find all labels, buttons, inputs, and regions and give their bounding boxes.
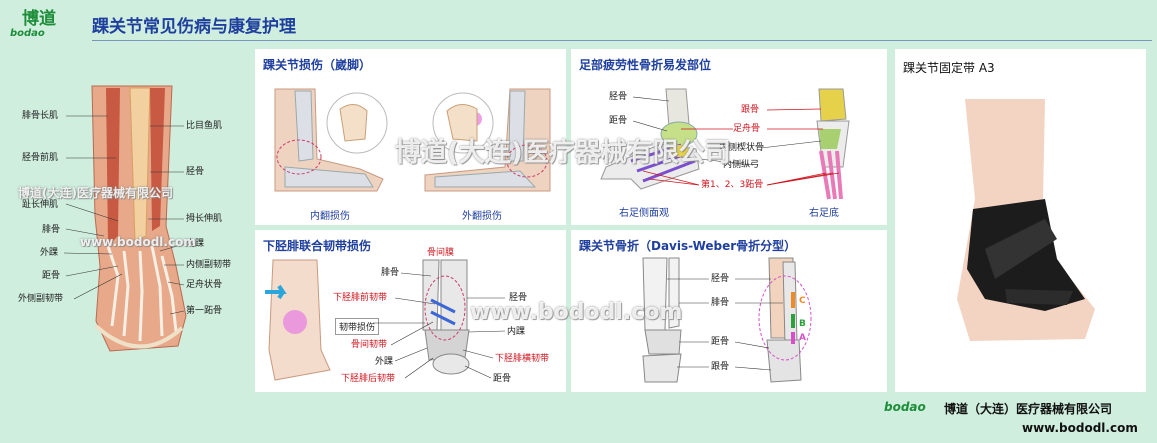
label-lateral-malleolus: 外踝 bbox=[40, 248, 59, 258]
syndesmosis-leader-lines bbox=[373, 272, 506, 379]
weber-type-c: C bbox=[799, 296, 806, 306]
leg-anatomy-drawing bbox=[91, 85, 187, 352]
label-syn-lateral-malleolus: 外踝 bbox=[375, 357, 394, 367]
label-navicular: 足舟状骨 bbox=[186, 280, 223, 290]
weber-type-b: B bbox=[799, 319, 806, 329]
logo: 博道 bodao bbox=[8, 4, 68, 42]
footer-company: 博道（大连）医疗器械有限公司 bbox=[944, 402, 1113, 416]
label-fx-talus: 距骨 bbox=[711, 337, 730, 347]
label-extensor-hallucis: 拇长伸肌 bbox=[186, 214, 223, 224]
logo-latin: bodao bbox=[10, 28, 45, 39]
label-peroneus-longus: 腓骨长肌 bbox=[22, 111, 59, 121]
label-soleus: 比目鱼肌 bbox=[186, 121, 223, 131]
label-syn-talus: 距骨 bbox=[493, 374, 512, 384]
label-lateral-ligament: 外侧副韧带 bbox=[18, 294, 64, 304]
label-extensor-digitorum: 趾长伸肌 bbox=[22, 200, 59, 210]
label-stress-arch: 内侧纵弓 bbox=[723, 160, 760, 170]
label-tibialis-anterior: 胫骨前肌 bbox=[22, 153, 59, 163]
panel-stress-fracture: 足部疲劳性骨折易发部位 胫骨 距骨 跟骨 足舟骨 内侧楔状骨 内侧纵弓 第1、2… bbox=[571, 49, 887, 225]
label-fibula: 腓骨 bbox=[42, 225, 61, 235]
stress-leader-lines bbox=[632, 96, 840, 186]
label-tibia: 胫骨 bbox=[186, 167, 205, 177]
label-posterior-ligament: 下胫腓后韧带 bbox=[341, 374, 396, 384]
panel-syndesmosis: 下胫腓联合韧带损伤 韧带损伤 骨间膜 腓骨 下胫腓前韧带 胫骨 骨间韧带 内踝 … bbox=[255, 230, 566, 392]
fracture-illustration bbox=[642, 257, 812, 383]
label-syn-medial-malleolus: 内踝 bbox=[507, 327, 526, 337]
label-first-metatarsal: 第一跖骨 bbox=[186, 306, 223, 316]
product-title: 踝关节固定带 A3 bbox=[903, 61, 995, 75]
label-stress-navicular: 足舟骨 bbox=[733, 124, 761, 134]
page-title: 踝关节常见伤病与康复护理 bbox=[92, 17, 296, 37]
label-stress-calcaneus: 跟骨 bbox=[741, 105, 760, 115]
label-stress-metatarsals: 第1、2、3跖骨 bbox=[701, 180, 764, 190]
ligament-injury-badge: 韧带损伤 bbox=[335, 318, 380, 335]
label-fx-fibula: 腓骨 bbox=[711, 298, 730, 308]
ankle-brace-photo bbox=[957, 99, 1095, 341]
caption-sole-view: 右足底 bbox=[809, 208, 839, 219]
label-medial-ligament: 内侧副韧带 bbox=[186, 260, 232, 270]
header-rule bbox=[92, 40, 1152, 41]
syndesmosis-illustration bbox=[265, 259, 470, 381]
panel-title-fracture: 踝关节骨折（Davis-Weber骨折分型） bbox=[579, 239, 797, 253]
watermark-company-left: 博道(大连)医疗器械有限公司 bbox=[18, 186, 173, 200]
label-stress-cuneiform: 内侧楔状骨 bbox=[719, 143, 765, 153]
logo-chinese: 博道 bbox=[22, 9, 56, 29]
panel-product: 踝关节固定带 A3 bbox=[895, 49, 1146, 392]
label-stress-talus: 距骨 bbox=[609, 116, 628, 126]
caption-eversion: 外翻损伤 bbox=[462, 211, 502, 222]
panel-ankle-sprain: 踝关节损伤（崴脚） 内翻损伤 外翻损伤 bbox=[255, 49, 566, 225]
anatomy-illustration bbox=[0, 46, 248, 396]
label-interosseous-membrane: 骨间膜 bbox=[427, 248, 455, 258]
panel-title-sprain: 踝关节损伤（崴脚） bbox=[263, 58, 372, 72]
watermark-company-center: 博道(大连)医疗器械有限公司 bbox=[395, 138, 731, 168]
weber-type-a: A bbox=[799, 333, 806, 343]
label-medial-malleolus: 内踝 bbox=[186, 239, 205, 249]
panel-title-syndesmosis: 下胫腓联合韧带损伤 bbox=[263, 239, 372, 253]
watermark-site-left: www.bododl.com bbox=[80, 235, 196, 249]
panel-weber-fracture: 踝关节骨折（Davis-Weber骨折分型） 胫骨 腓骨 距骨 跟骨 C B A bbox=[571, 230, 887, 392]
label-interosseous-ligament: 骨间韧带 bbox=[351, 340, 388, 350]
caption-lateral-view: 右足侧面观 bbox=[619, 208, 669, 219]
label-stress-tibia: 胫骨 bbox=[609, 92, 628, 102]
fracture-leader-lines bbox=[667, 278, 783, 371]
watermark-site-center: www.bododl.com bbox=[470, 300, 683, 325]
label-fx-tibia: 胫骨 bbox=[711, 274, 730, 284]
label-transverse-ligament: 下胫腓横韧带 bbox=[495, 354, 550, 364]
panel-title-stress: 足部疲劳性骨折易发部位 bbox=[579, 58, 712, 72]
caption-inversion: 内翻损伤 bbox=[310, 211, 350, 222]
footer-url[interactable]: www.bododl.com bbox=[1022, 421, 1138, 435]
label-fx-calcaneus: 跟骨 bbox=[711, 362, 730, 372]
sprain-illustration bbox=[274, 88, 551, 192]
footer-brand: bodao bbox=[884, 400, 926, 414]
label-anterior-ligament: 下胫腓前韧带 bbox=[333, 293, 388, 303]
label-talus: 距骨 bbox=[42, 271, 61, 281]
label-syn-fibula: 腓骨 bbox=[381, 268, 400, 278]
label-syn-tibia: 胫骨 bbox=[509, 293, 528, 303]
anatomy-leader-lines bbox=[63, 115, 185, 315]
